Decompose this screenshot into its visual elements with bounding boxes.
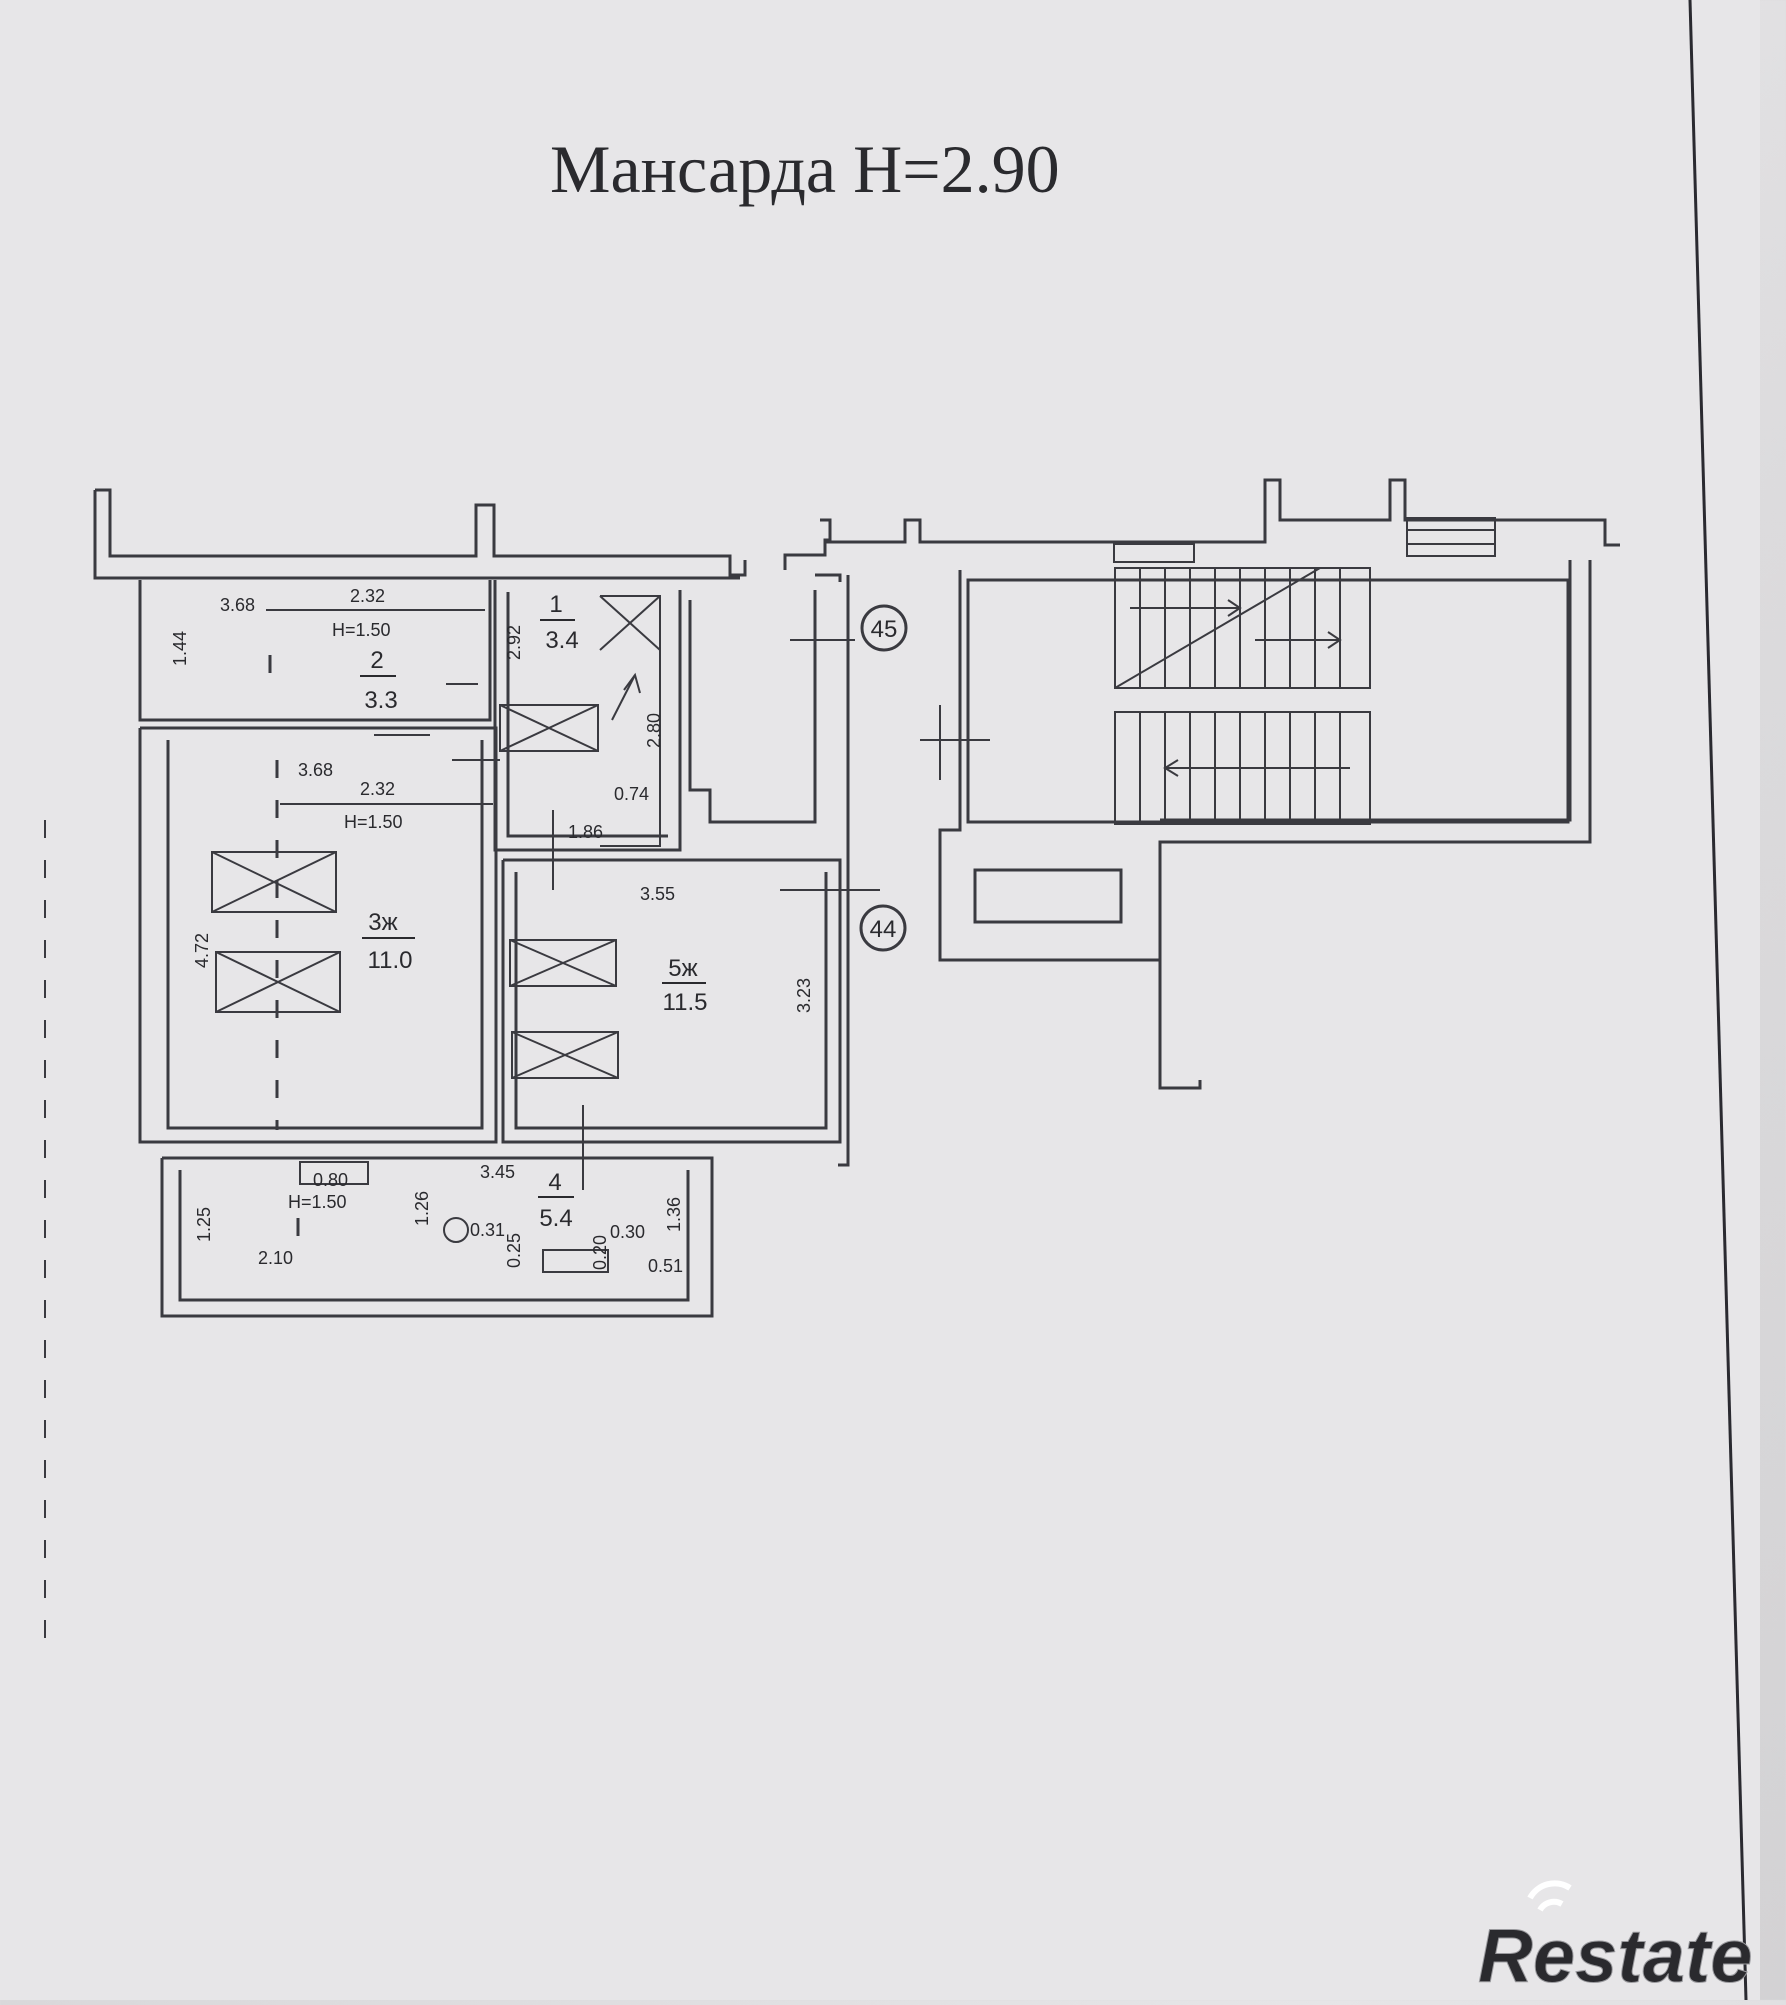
dim-r4-i: 2.10: [258, 1248, 293, 1268]
dim-r1-b: 1.86: [568, 822, 603, 842]
dim-r4-depth: 1.25: [194, 1207, 214, 1242]
restate-watermark: Restate: [1478, 1880, 1753, 2000]
room-1-area: 3.4: [545, 627, 578, 654]
sheet-border-line: [1688, 0, 1748, 2001]
room-label-5: 5ж 11.5: [662, 955, 707, 1016]
room-5-number: 5ж: [668, 955, 697, 982]
dim-r2-w: 2.32: [350, 586, 385, 606]
axis-marker-45: 45: [860, 604, 908, 652]
dim-r4-h2: 0.51: [648, 1256, 683, 1276]
dim-r3-depth: 4.72: [192, 933, 212, 968]
room-label-3: 3ж 11.0: [362, 909, 415, 974]
room-label-2: 2 3.3: [360, 647, 398, 714]
apartment-walls: [93, 488, 850, 1318]
svg-text:45: 45: [871, 616, 898, 643]
svg-text:44: 44: [870, 916, 897, 943]
dim-r4-h: H=1.50: [288, 1192, 347, 1212]
dim-r5-w: 3.55: [640, 884, 675, 904]
dim-r4-e: 0.20: [590, 1235, 610, 1270]
room-label-4: 4 5.4: [538, 1169, 574, 1232]
room-4-number: 4: [548, 1169, 561, 1196]
dim-r1-a: 0.74: [614, 784, 649, 804]
room-1-number: 1: [549, 591, 562, 618]
interior-details: [211, 595, 880, 1273]
room-3-number: 3ж: [368, 909, 397, 936]
room-2-area: 3.3: [364, 687, 397, 714]
dim-r4-d: 0.25: [504, 1233, 524, 1268]
dim-r5-depth: 3.23: [794, 978, 814, 1013]
watermark-text: Restate: [1478, 1914, 1753, 1999]
room-3-area: 11.0: [368, 947, 413, 974]
dim-r2-w-left: 3.68: [220, 595, 255, 615]
dim-r3-w: 2.32: [360, 779, 395, 799]
dim-r4-b: 1.26: [412, 1191, 432, 1226]
dim-r1-stair: 2.80: [644, 713, 664, 748]
dim-r4-w: 3.45: [480, 1162, 515, 1182]
dim-r2-depth: 1.44: [170, 631, 190, 666]
axis-marker-44: 44: [859, 904, 907, 952]
dim-r4-c: 0.31: [470, 1220, 505, 1240]
dim-r1-h: 2.92: [504, 625, 524, 660]
dim-r4-g: 1.36: [664, 1197, 684, 1232]
dim-r4-f: 0.30: [610, 1222, 645, 1242]
room-labels: 1 3.4 2 3.3 3ж 11.0 4 5.4 5ж 11.5: [360, 591, 707, 1232]
room-label-1: 1 3.4: [540, 591, 579, 654]
dim-r3-w-left: 3.68: [298, 760, 333, 780]
dim-r2-h: H=1.50: [332, 620, 391, 640]
dim-r3-h: H=1.50: [344, 812, 403, 832]
stairwell: [783, 478, 1620, 1090]
plan-title: Мансарда H=2.90: [550, 131, 1060, 207]
dimension-labels: 3.68 2.32 H=1.50 1.44 2.92 2.80 0.74 1.8…: [170, 586, 814, 1276]
room-2-number: 2: [370, 647, 383, 674]
dim-r4-a: 0.80: [313, 1170, 348, 1190]
room-4-area: 5.4: [539, 1205, 572, 1232]
room-5-area: 11.5: [663, 989, 708, 1016]
